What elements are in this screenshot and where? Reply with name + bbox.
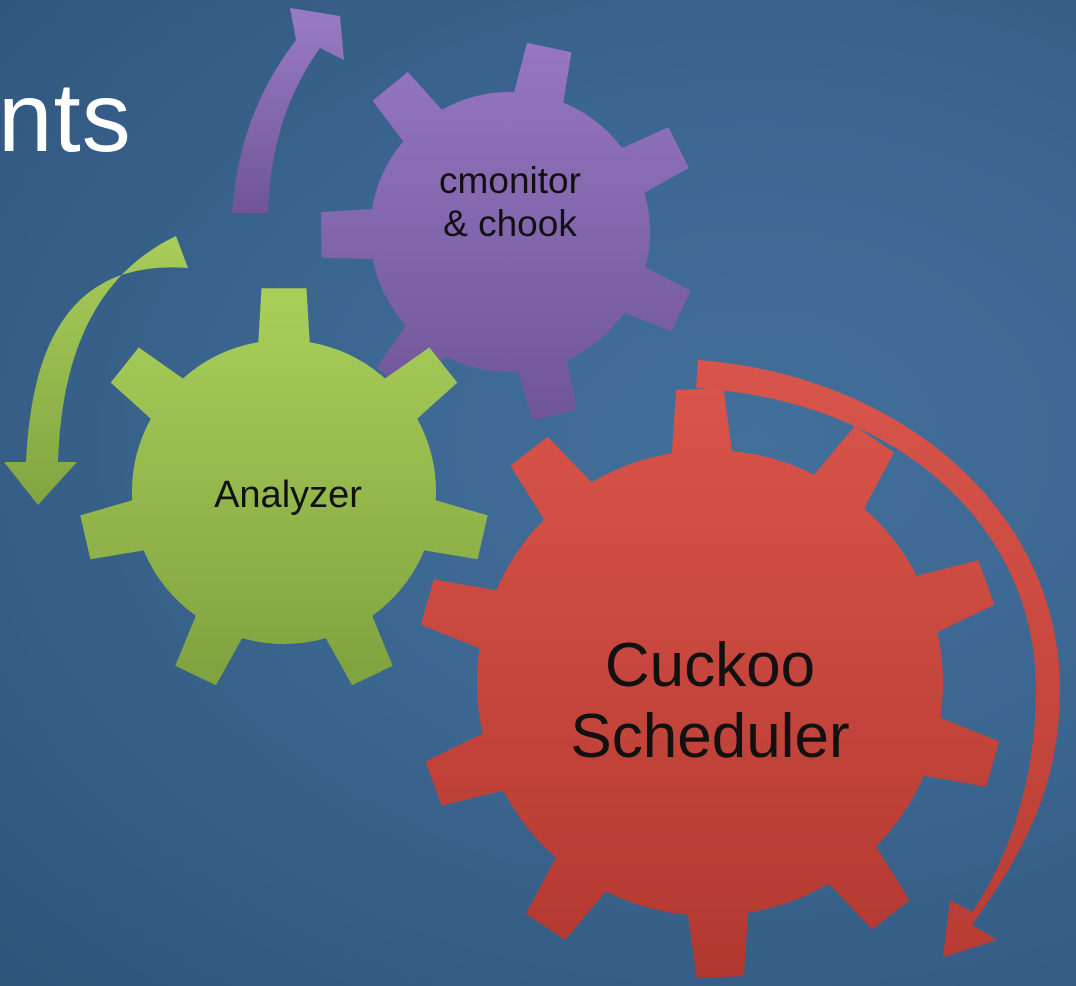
scheduler-gear: [420, 388, 1000, 978]
purple-curved-arrow: [232, 8, 344, 213]
cmonitor-gear: [321, 42, 691, 421]
scheduler-gear-label: Cuckoo Scheduler: [570, 631, 850, 772]
cmonitor-gear-label: cmonitor & chook: [439, 160, 581, 244]
slide-title-fragment: nts: [0, 62, 132, 172]
analyzer-gear: [80, 288, 488, 686]
green-curved-arrow: [4, 236, 188, 505]
analyzer-gear-label: Analyzer: [214, 474, 362, 516]
red-curved-arrow: [696, 360, 1060, 957]
